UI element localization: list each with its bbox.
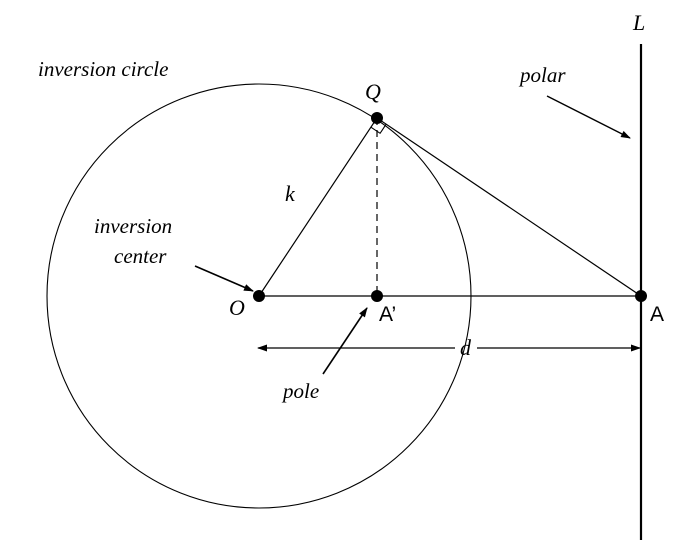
label-inversion-center-line2: center (114, 244, 167, 268)
radius-segment (258, 117, 378, 297)
label-k: k (285, 181, 296, 206)
point-o (253, 290, 265, 302)
point-a (635, 290, 647, 302)
label-pole: pole (281, 379, 319, 403)
tangent-segment (376, 117, 642, 297)
label-o: O (229, 295, 245, 320)
polar-pointer-arrow (546, 95, 631, 139)
label-inversion-center-line1: inversion (94, 214, 172, 238)
point-a-prime (371, 290, 383, 302)
label-a: A (650, 303, 664, 326)
label-l: L (632, 10, 645, 35)
point-q (371, 112, 383, 124)
center-pointer-arrow (194, 265, 254, 292)
label-q: Q (365, 79, 381, 104)
label-a-prime: A’ (379, 303, 396, 326)
pole-pointer-arrow (322, 307, 368, 375)
right-angle-marker (370, 123, 387, 135)
label-polar: polar (518, 63, 566, 87)
label-inversion-circle: inversion circle (38, 57, 168, 81)
label-d: d (460, 335, 472, 360)
